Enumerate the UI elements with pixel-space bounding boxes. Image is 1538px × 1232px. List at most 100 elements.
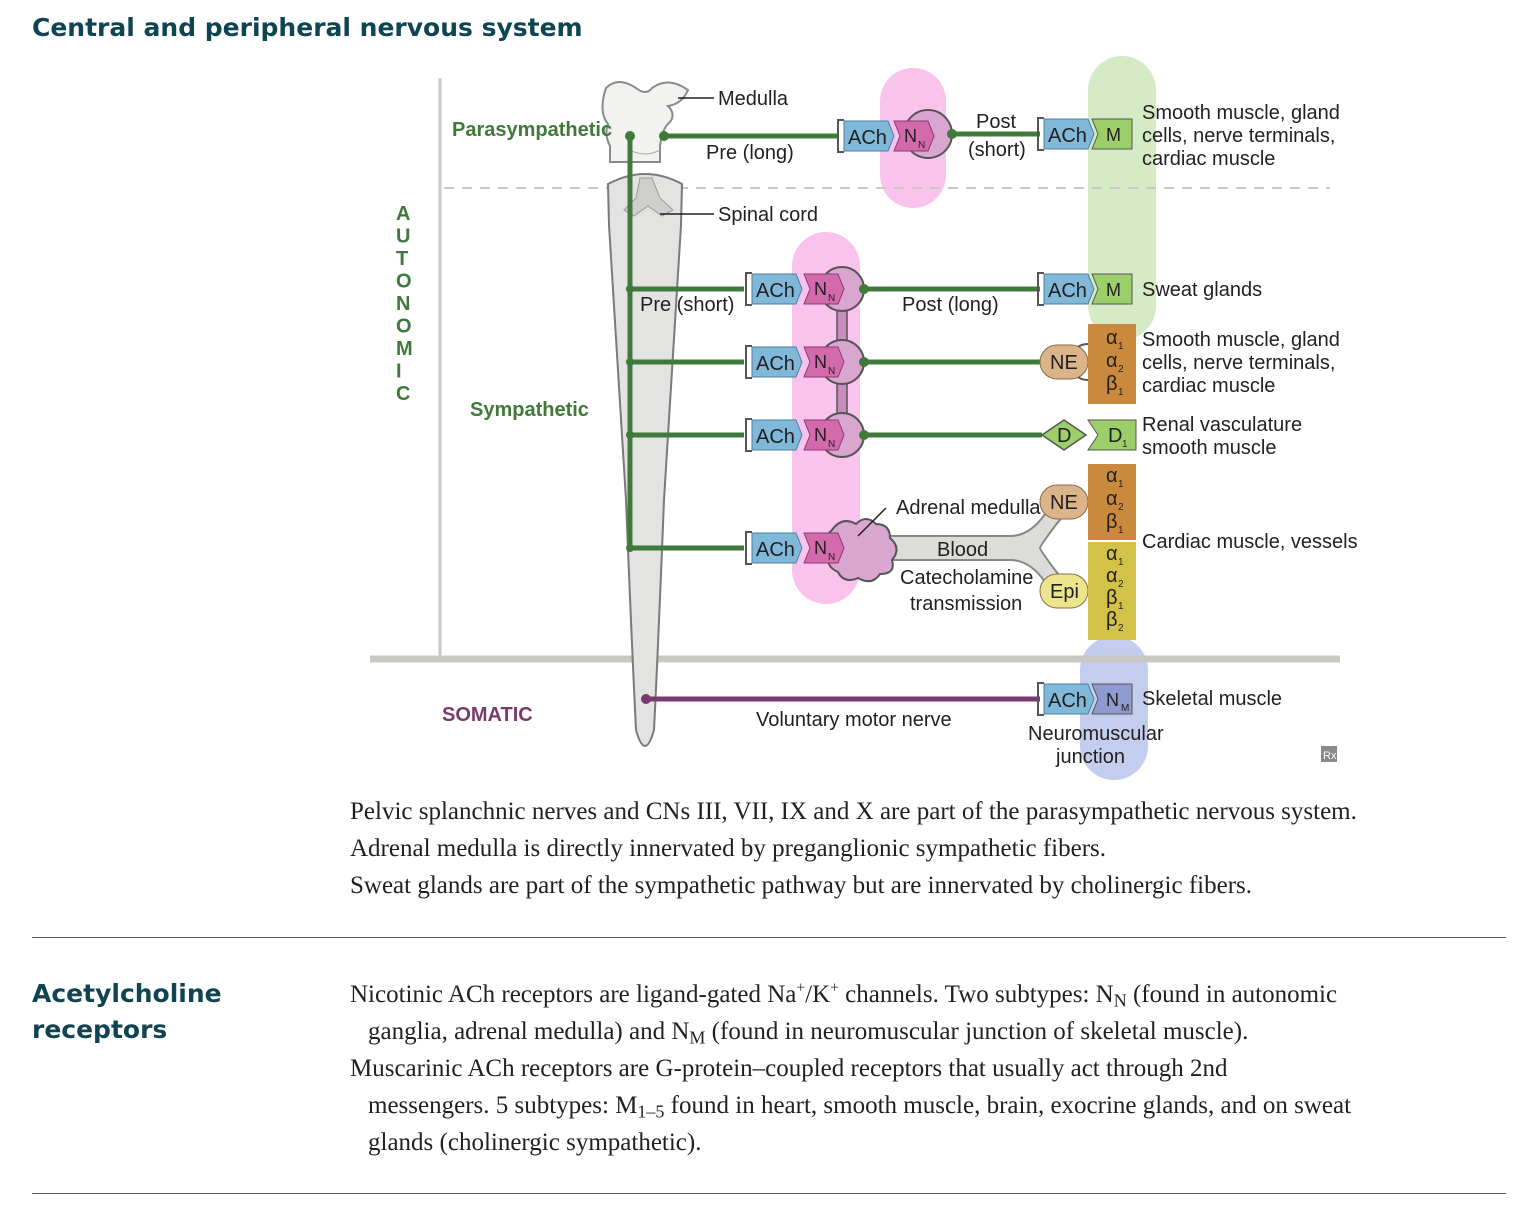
epi-receptor-block [1088,542,1136,640]
n-receptor-label: N [814,425,827,445]
autonomic-letter: I [396,361,402,383]
ne-receptor-subtype: α [1106,327,1118,349]
short-label: (short) [968,139,1026,161]
ach-chip-label: ACh [756,280,795,302]
neuromuscular-label: Neuromuscular [1028,723,1164,745]
ne-receptor-subtype: α [1106,350,1118,372]
n-receptor-label: N [814,279,827,299]
ach-chip-label: ACh [756,426,795,448]
ach-chip-label: ACh [1048,690,1087,712]
n-receptor-chip [803,346,845,378]
sympathetic-label: Sympathetic [470,399,589,421]
epi-receptor-subtype: α [1106,543,1118,565]
ach-chip [843,120,895,152]
dopamine-chip [1040,419,1088,451]
nervous-system-notes: Pelvic splanchnic nerves and CNs III, VI… [350,793,1357,904]
adrenal-ne-receptor-subtype: β [1106,511,1118,533]
epi-receptor-subtype-subscript: 1 [1118,557,1124,568]
catecholamine-label: Catecholamine [900,567,1033,589]
muscarinic-line1: Muscarinic ACh receptors are G-protein–c… [350,1055,1228,1082]
ne-receptor-subtype-subscript: 1 [1118,387,1124,398]
ach-chip-label: ACh [1048,280,1087,302]
symp-target-line2: cells, nerve terminals, [1142,352,1335,374]
green-nerves [627,131,1044,551]
sweat-glands-label: Sweat glands [1142,279,1262,301]
ach-chip [751,419,803,451]
epi-receptor-subtype-subscript: 2 [1118,579,1124,590]
n-receptor-label: N [814,538,827,558]
symp-target-line3: cardiac muscle [1142,375,1275,397]
para-target-line2: cells, nerve terminals, [1142,125,1335,147]
n-receptor-chip [803,273,845,305]
ach-chip-label: ACh [848,127,887,149]
n-receptor-subscript: N [918,140,925,151]
autonomic-letter: O [396,316,412,338]
m-receptor-label: M [1106,280,1121,300]
adrenal-ne-receptor-subtype-subscript: 1 [1118,479,1124,490]
spinal-cord-shape [606,173,684,747]
ach-chip [751,532,803,564]
adrenal-ne-receptor-subtype: α [1106,465,1118,487]
rx-mark-box [1321,746,1337,762]
ach-chip [1043,683,1095,715]
medulla-label: Medulla [718,88,789,110]
rx-mark: Rx [1323,750,1337,762]
epi-receptor-subtype: β [1106,609,1118,631]
autonomic-letter: C [396,383,410,405]
d1-receptor-label: D [1108,425,1122,447]
ach-chip [1043,118,1095,150]
autonomic-letter: U [396,226,410,248]
somatic-label: SOMATIC [442,704,533,726]
n-receptor-label: N [814,352,827,372]
m-receptor-chip [1091,118,1133,150]
ne-receptor-subtype-subscript: 2 [1118,364,1124,375]
renal-line2: smooth muscle [1142,437,1277,459]
ach-receptors-heading: Acetylcholine receptors [32,976,222,1048]
symp-target-line1: Smooth muscle, gland [1142,329,1340,351]
spinal-cord-label: Spinal cord [718,204,818,226]
d1-receptor-chip [1087,419,1137,451]
note-line: Adrenal medulla is directly innervated b… [350,835,1107,862]
ach-chip [751,273,803,305]
adrenal-ne-pill-label: NE [1050,492,1078,514]
para-target-line3: cardiac muscle [1142,148,1275,170]
section-title: Central and peripheral nervous system [32,13,583,42]
n-receptor-chip [803,419,845,451]
epi-receptor-subtype: α [1106,565,1118,587]
epi-pill-label: Epi [1050,581,1079,603]
muscarinic-line2: messengers. 5 subtypes: M1–5 found in he… [368,1092,1352,1122]
adrenal-ne-receptor-subtype: α [1106,488,1118,510]
m-receptor-subscript: M [1121,703,1129,714]
post-label: Post [976,111,1016,133]
ach-chip-label: ACh [1048,125,1087,147]
n-receptor-label: N [904,126,917,146]
nicotinic-line2: ganglia, adrenal medulla) and NM (found … [368,1018,1249,1048]
ach-receptors-text: Nicotinic ACh receptors are ligand-gated… [350,976,1351,1161]
autonomic-letter: A [396,203,410,225]
autonomic-letter: N [396,293,410,315]
dopamine-label: D [1057,425,1071,447]
blood-label: Blood [937,539,988,561]
transmission-label: transmission [910,593,1022,615]
note-line: Pelvic splanchnic nerves and CNs III, VI… [350,798,1357,825]
ach-chip [1043,273,1095,305]
section-divider-bottom [32,1193,1506,1194]
blood-vessel [879,496,1070,600]
parasympathetic-label: Parasympathetic [452,119,612,141]
adrenal-medulla-shape [824,518,898,583]
section-divider [32,937,1506,938]
ne-pill-label: NE [1050,352,1078,374]
adrenal-ne-receptor-block [1088,464,1136,540]
ne-receptor-subtype-subscript: 1 [1118,341,1124,352]
pre-short-label: Pre (short) [640,294,734,316]
adrenal-ne-receptor-subtype-subscript: 2 [1118,502,1124,513]
note-line: Sweat glands are part of the sympathetic… [350,872,1253,899]
m-receptor-chip [1091,273,1133,305]
n-receptor-chip [803,532,845,564]
medulla-shape [601,81,690,163]
epi-receptor-subtype-subscript: 2 [1118,623,1124,634]
m-receptor-chip [1091,683,1133,715]
skeletal-muscle-label: Skeletal muscle [1142,688,1282,710]
epi-receptor-subtype: β [1106,587,1118,609]
